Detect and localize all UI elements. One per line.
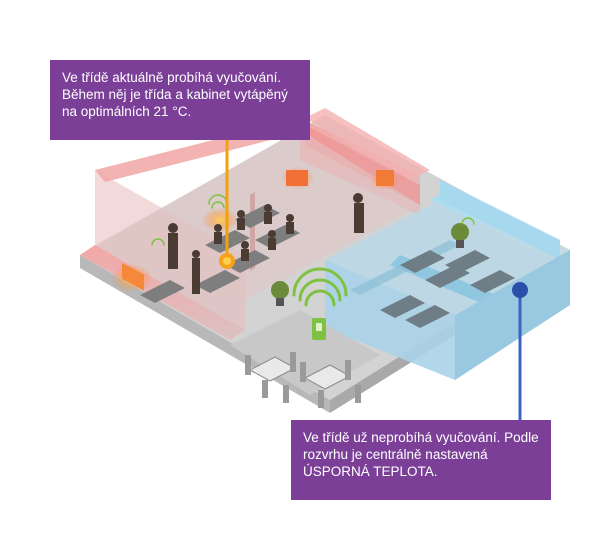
wifi-icon — [151, 194, 475, 307]
eco-classroom-zone — [325, 180, 570, 380]
callout-connector-eco — [512, 282, 528, 420]
heated-classroom-callout: Ve třídě aktuálně probíhá vyučování. Běh… — [50, 60, 310, 140]
thermostat-icon — [312, 318, 326, 340]
canteen-chairs — [245, 352, 361, 408]
eco-classroom-callout: Ve třídě už neprobíhá vyučování. Podle r… — [291, 420, 551, 500]
callout-line: na optimálních 21 °C. — [62, 104, 192, 119]
radiator-icon — [112, 167, 399, 292]
callout-line: ÚSPORNÁ TEPLOTA. — [303, 464, 438, 479]
plant-icon — [271, 223, 469, 306]
callout-line: Ve třídě už neprobíhá vyučování. Podle — [303, 430, 539, 445]
callout-line: rozvrhu je centrálně nastavená — [303, 447, 488, 462]
callout-connector-heated — [219, 140, 235, 269]
callout-line: Během něj je třída a kabinet vytápěný — [62, 87, 288, 102]
eco-room-desks — [380, 250, 515, 328]
callout-line: Ve třídě aktuálně probíhá vyučování. — [62, 70, 282, 85]
students — [168, 193, 364, 294]
